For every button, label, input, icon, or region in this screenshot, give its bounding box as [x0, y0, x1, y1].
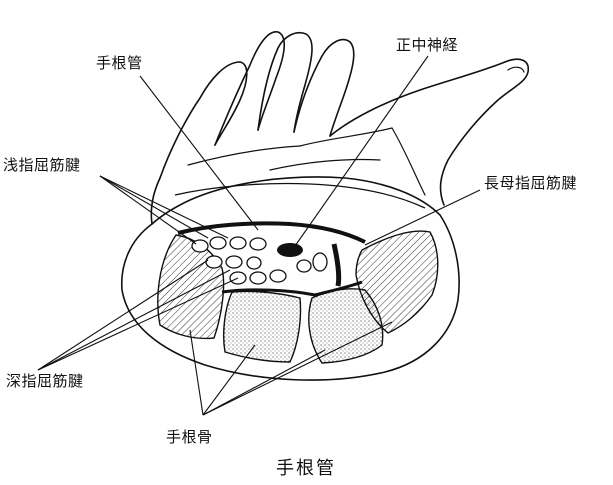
- label-flexor-pollicis-longus: 長母指屈筋腱: [484, 174, 577, 192]
- label-deep-flexor-tendons: 深指屈筋腱: [6, 372, 84, 390]
- label-superficial-flexor-tendons: 浅指屈筋腱: [3, 156, 81, 174]
- label-median-nerve: 正中神経: [396, 36, 458, 54]
- carpal-bone-mid-left: [224, 291, 301, 362]
- figure-caption: 手根管: [276, 458, 336, 480]
- label-carpal-tunnel: 手根管: [96, 54, 143, 72]
- hand-outline: [151, 32, 528, 224]
- median-nerve: [277, 243, 303, 257]
- label-carpal-bones: 手根骨: [166, 428, 213, 446]
